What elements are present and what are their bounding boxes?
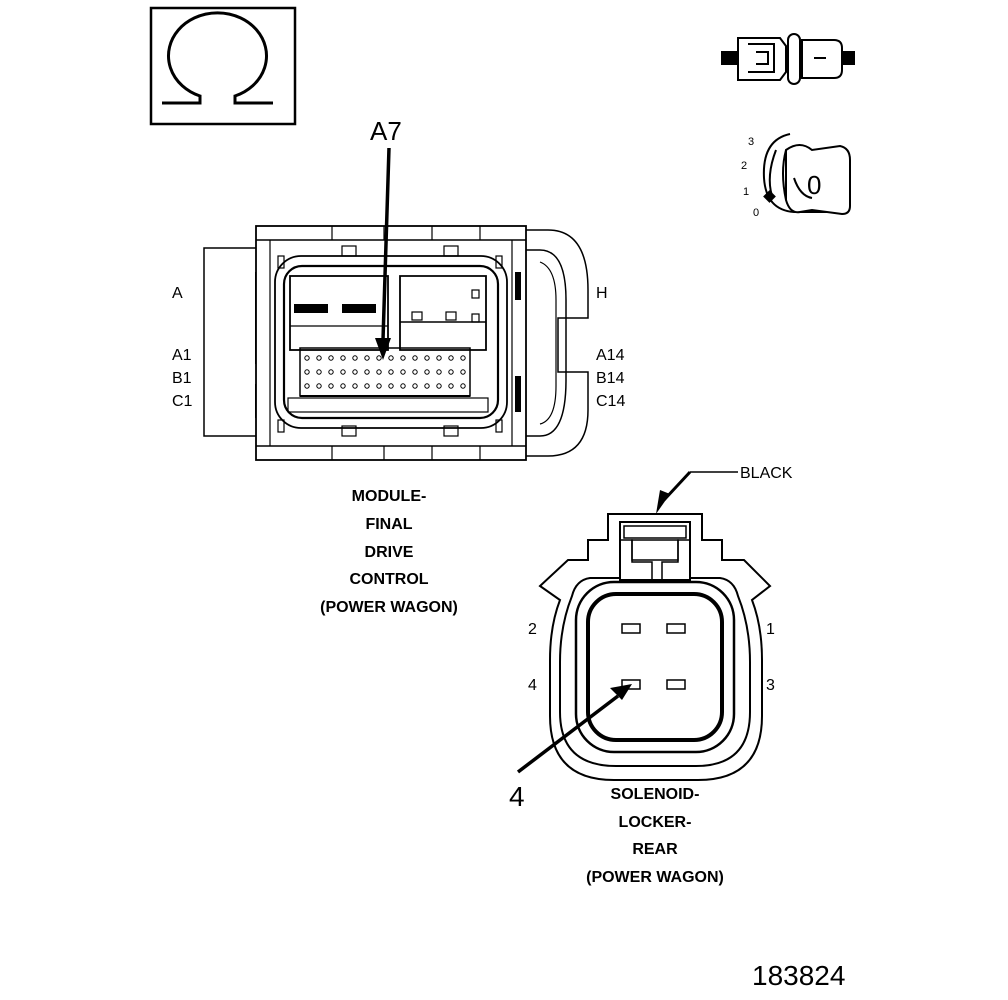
module-title-line: DRIVE — [365, 544, 414, 561]
solenoid-title-line: REAR — [632, 841, 678, 858]
key-position-0: 0 — [753, 207, 759, 219]
pin-4-pointer-arrow — [516, 684, 632, 774]
pin-label-a1: A1 — [172, 347, 192, 364]
inline-connector-icon — [721, 33, 855, 85]
module-title: MODULE- FINAL DRIVE CONTROL (POWER WAGON… — [320, 488, 458, 616]
key-position-1: 1 — [743, 186, 749, 198]
pin-label-a14: A14 — [596, 347, 625, 364]
pin-a7-pointer-arrow — [375, 147, 391, 360]
figure-id: 183824 — [752, 960, 845, 991]
pin-label-4: 4 — [528, 677, 537, 694]
terminal-3 — [666, 679, 686, 690]
key-position-2: 2 — [741, 160, 747, 172]
pin-label-1: 1 — [766, 621, 775, 638]
key-position-3: 3 — [748, 136, 754, 148]
color-label-leader — [656, 470, 738, 514]
terminal-1 — [666, 623, 686, 634]
pin-4-pointer-label: 4 — [509, 781, 525, 812]
terminal-2 — [621, 623, 641, 634]
pin-a7-label: A7 — [370, 116, 402, 146]
module-title-line: (POWER WAGON) — [320, 599, 458, 616]
pin-label-3: 3 — [766, 677, 775, 694]
module-title-line: FINAL — [365, 516, 412, 533]
solenoid-connector — [538, 513, 772, 781]
module-title-line: MODULE- — [352, 488, 427, 505]
solenoid-title-line: (POWER WAGON) — [586, 869, 724, 886]
module-title-line: CONTROL — [349, 571, 428, 588]
pin-label-b1: B1 — [172, 370, 192, 387]
pin-label-b14: B14 — [596, 370, 625, 387]
ohm-icon — [149, 6, 297, 126]
solenoid-title-line: LOCKER- — [619, 814, 692, 831]
side-label-h: H — [596, 285, 608, 302]
color-label-black: BLACK — [740, 465, 793, 482]
pin-label-2: 2 — [528, 621, 537, 638]
side-label-a: A — [172, 285, 183, 302]
solenoid-title: SOLENOID- LOCKER- REAR (POWER WAGON) — [586, 786, 724, 886]
module-connector — [203, 225, 589, 461]
pin-label-c14: C14 — [596, 393, 625, 410]
key-label: 0 — [807, 170, 821, 200]
solenoid-title-line: SOLENOID- — [611, 786, 700, 803]
key-switch-icon: 3 2 1 0 0 — [741, 133, 851, 219]
pin-label-c1: C1 — [172, 393, 193, 410]
